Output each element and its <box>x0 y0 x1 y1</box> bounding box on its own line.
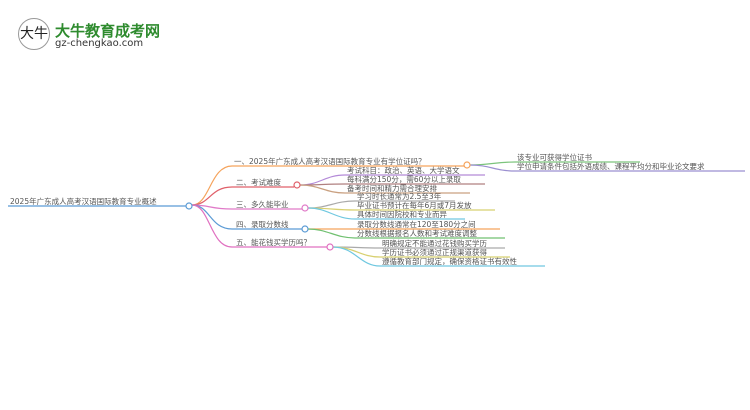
brand-name: 大牛教育成考网 <box>55 22 161 40</box>
leaf[interactable]: 考试科目：政治、英语、大学语文 <box>347 166 460 175</box>
leaf[interactable]: 具体时间因院校和专业而异 <box>357 210 447 219</box>
branch-4[interactable]: 四、录取分数线 <box>236 220 289 229</box>
leaf[interactable]: 每科满分150分，需60分以上录取 <box>347 175 461 184</box>
brand-url: gz-chengkao.com <box>55 38 144 49</box>
leaf[interactable]: 分数线根据报名人数和考试难度调整 <box>357 229 477 238</box>
branch-5[interactable]: 五、能花钱买学历吗？ <box>236 238 311 247</box>
leaf[interactable]: 学习时长通常为2.5至3年 <box>357 192 442 201</box>
logo-icon: 大牛 <box>18 18 50 50</box>
branch-1[interactable]: 一、2025年广东成人高考汉语国际教育专业有学位证吗？ <box>234 157 426 166</box>
leaf[interactable]: 遵循教育部门规定，确保资格证书有效性 <box>382 257 517 266</box>
leaf[interactable]: 毕业证书预计在每年6月或7月发放 <box>357 201 472 210</box>
leaf[interactable]: 明确规定不能通过花钱购买学历 <box>382 239 487 248</box>
leaf[interactable]: 备考时间和精力需合理安排 <box>347 184 437 193</box>
leaf[interactable]: 学历证书必须通过正规渠道获得 <box>382 248 487 257</box>
leaf[interactable]: 录取分数线通常在120至180分之间 <box>357 220 476 229</box>
branch-3[interactable]: 三、多久能毕业 <box>236 200 289 209</box>
leaf[interactable]: 该专业可获得学位证书 <box>517 153 592 162</box>
root-node[interactable]: 2025年广东成人高考汉语国际教育专业概述 <box>10 197 157 206</box>
leaf[interactable]: 学位申请条件包括外语成绩、课程平均分和毕业论文要求 <box>517 162 705 171</box>
branch-2[interactable]: 二、考试难度 <box>236 178 281 187</box>
